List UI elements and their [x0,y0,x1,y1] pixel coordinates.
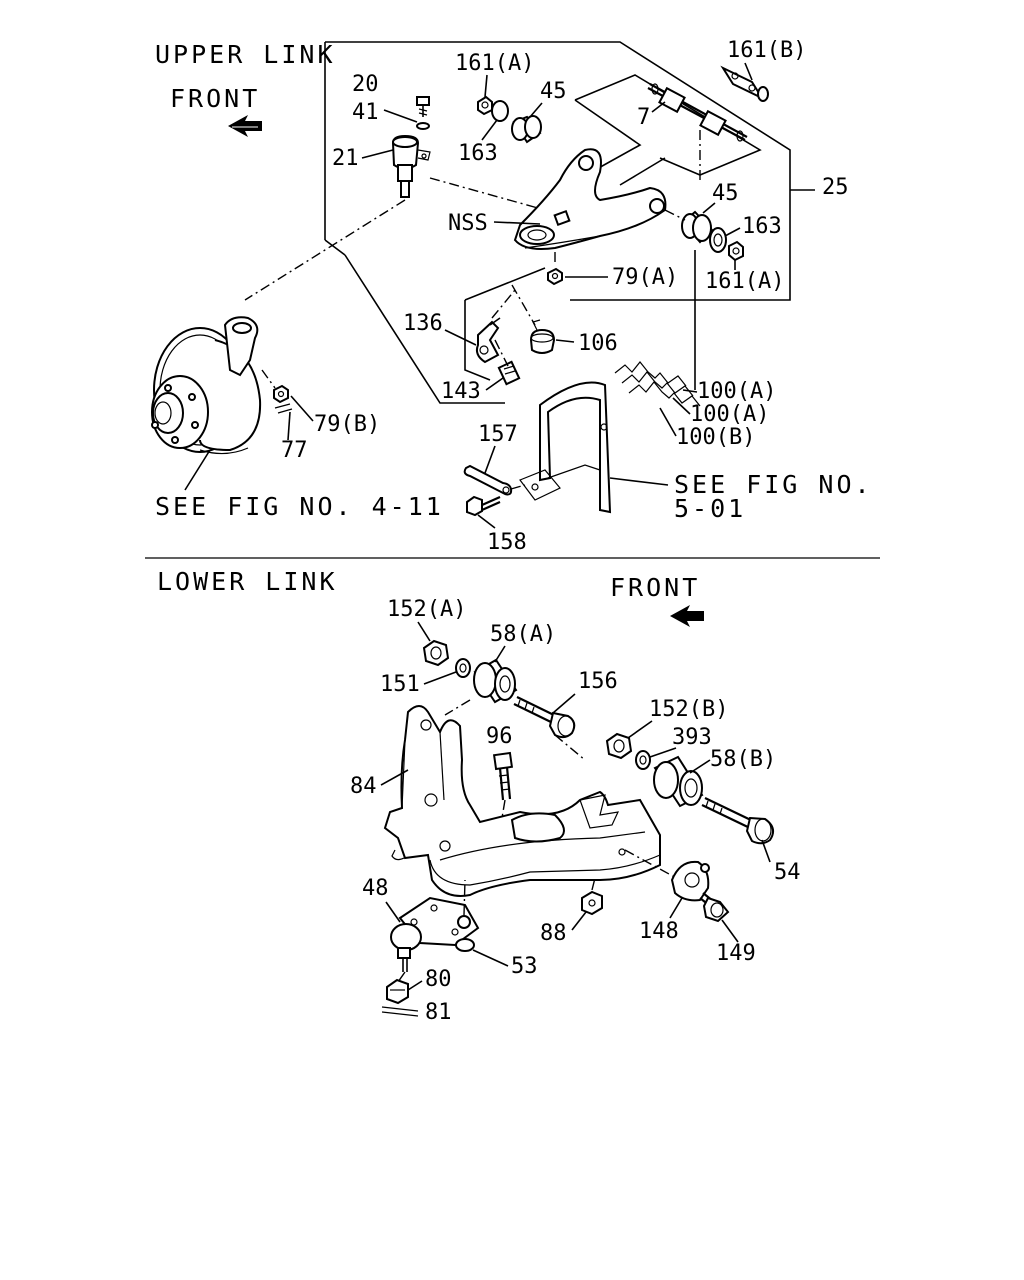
label-41: 41 [352,100,379,125]
bolt-149 [699,892,730,923]
bolt-96 [492,751,514,801]
front-arrow-icon [228,115,262,137]
label-158: 158 [487,530,527,555]
label-100a-1: 100(A) [697,379,776,404]
lower-link-title: LOWER LINK [157,567,338,596]
label-149: 149 [716,941,756,966]
shims-100 [614,361,701,407]
label-25: 25 [822,175,849,200]
label-156: 156 [578,669,618,694]
label-148: 148 [639,919,679,944]
bushing-45-top [511,115,542,144]
washer-151 [455,658,471,678]
nut-79a [547,267,563,286]
bracket-136 [475,317,501,364]
label-58b: 58(B) [710,747,776,772]
washer-393 [635,750,651,770]
label-100a-2: 100(A) [690,402,769,427]
cotter-pin-77 [274,403,293,414]
label-100b: 100(B) [676,425,755,450]
nut-79b [273,384,289,404]
lower-control-arm [383,705,661,897]
label-84: 84 [350,774,377,799]
label-45-right: 45 [712,181,739,206]
bushing-58b [653,755,704,808]
bracket-box-outline [344,254,546,404]
shaft-subassembly-outline [574,74,762,186]
label-152b: 152(B) [649,697,728,722]
label-80: 80 [425,967,452,992]
label-48: 48 [362,876,389,901]
washer-163-right [709,227,727,253]
label-136: 136 [403,311,443,336]
ball-joint-48 [390,896,480,972]
bolt-20 [416,96,430,117]
bushing-45-right [681,210,714,244]
bushing-58a [473,658,518,704]
washer-163-top [491,100,509,122]
label-81: 81 [425,1000,452,1025]
washer-41 [416,122,430,130]
label-163-top: 163 [458,141,498,166]
nut-88 [581,890,603,916]
upper-control-arm [513,148,667,250]
nut-161a-top [477,95,493,116]
label-143: 143 [441,379,481,404]
label-45-top: 45 [540,79,567,104]
label-161b: 161(B) [727,38,806,63]
label-54: 54 [774,860,801,885]
label-79a: 79(A) [612,265,678,290]
knuckle-hub-assembly [151,316,262,455]
label-7: 7 [637,105,650,130]
label-88: 88 [540,921,567,946]
assembly-25-outline [324,41,815,301]
plate-161b [720,65,769,102]
ref-fig-4-11: SEE FIG NO. 4-11 [155,492,444,521]
label-79b: 79(B) [314,412,380,437]
cam-plate-148 [670,860,710,902]
label-53: 53 [511,954,538,979]
label-161a-top: 161(A) [455,51,534,76]
upper-front-label: FRONT [170,84,260,113]
upper-link-title: UPPER LINK [155,40,336,69]
nut-152b [605,732,633,760]
ball-joint-21 [391,134,431,198]
fender-bracket [519,381,612,514]
ref-fig-5-01-line1: SEE FIG NO. [674,470,873,499]
label-163-right: 163 [742,214,782,239]
label-151: 151 [380,672,420,697]
ref-fig-5-01-line2: 5-01 [674,494,746,523]
front-arrow-icon-lower [670,605,704,627]
bolt-158 [466,495,501,517]
label-21: 21 [332,146,359,171]
nut-161a-right [728,240,744,262]
label-nss: NSS [448,211,488,236]
label-393: 393 [672,725,712,750]
label-58a: 58(A) [490,622,556,647]
bump-stop-106 [529,319,556,354]
label-20: 20 [352,72,379,97]
shaft-7 [647,83,748,142]
strut-157 [463,464,513,496]
washer-53 [455,938,475,952]
lower-front-label: FRONT [610,573,700,602]
nut-80 [386,978,409,1005]
label-161a-right: 161(A) [705,269,784,294]
nut-152a [422,639,450,667]
bolt-54 [701,797,775,845]
cotter-pin-81 [381,1006,419,1017]
label-152a: 152(A) [387,597,466,622]
label-106: 106 [578,331,618,356]
nut-143 [497,360,521,386]
label-96: 96 [486,724,513,749]
label-77: 77 [281,438,308,463]
label-157: 157 [478,422,518,447]
